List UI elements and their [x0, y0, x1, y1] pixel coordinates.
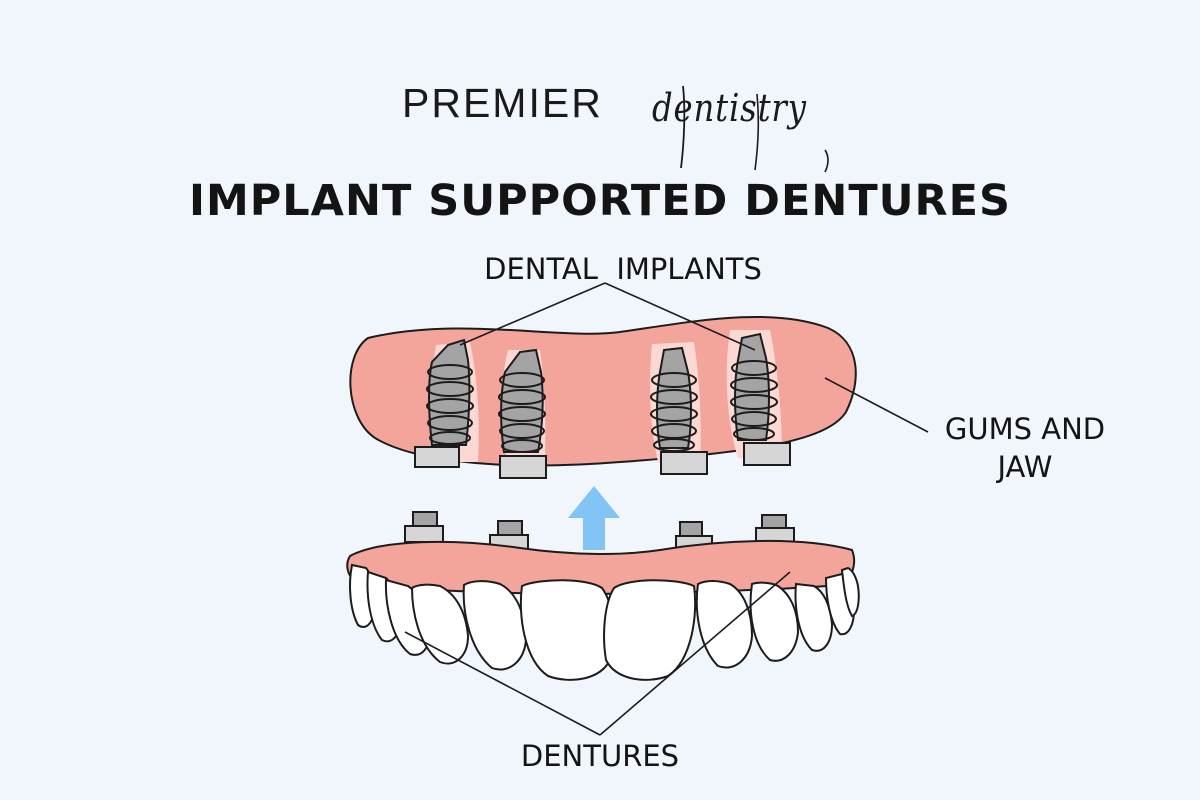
label-gums-line2: JAW [997, 450, 1053, 484]
denture-teeth [349, 563, 860, 681]
brand-name-script: dentistry [652, 86, 807, 130]
label-dental-implants: DENTAL IMPLANTS [484, 252, 762, 286]
dental-implant [730, 332, 791, 466]
label-gums-and-jaw: GUMS AND JAW [930, 410, 1120, 486]
page-title: IMPLANT SUPPORTED DENTURES [188, 176, 1012, 226]
brand-logo: PREMIER dentistry [0, 0, 1200, 175]
dental-implant [414, 338, 474, 468]
dental-implant [498, 348, 547, 479]
brand-name-print: PREMIER [402, 80, 603, 126]
leader-lines [404, 282, 929, 736]
label-dentures: DENTURES [520, 739, 680, 773]
dental-implant [650, 346, 708, 475]
label-gums-line1: GUMS AND [944, 412, 1106, 446]
upward-arrow-icon [568, 486, 620, 550]
brand-script-accent [680, 85, 829, 173]
